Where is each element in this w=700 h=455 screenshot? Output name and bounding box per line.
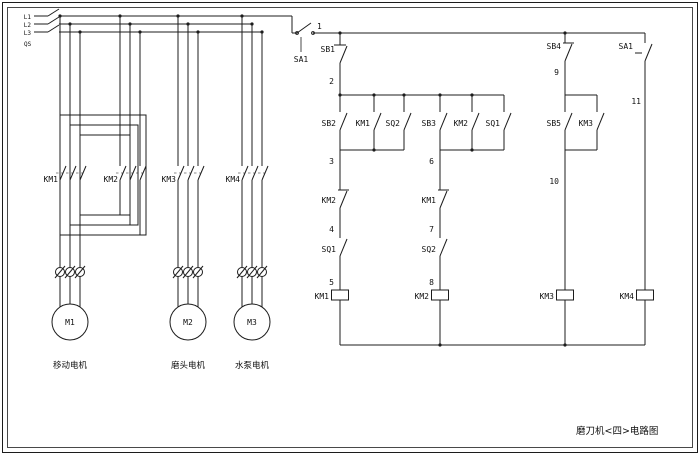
motor-m2-id: M2 [183, 318, 193, 327]
contactor-km2-label: KM2 [104, 175, 119, 184]
sb2-label: SB2 [322, 119, 337, 128]
reversing-crossover [59, 114, 147, 236]
motor-m3-symbol [233, 303, 271, 341]
node-3-label: 3 [329, 157, 334, 166]
sq2-aux-label: SQ2 [386, 119, 401, 128]
sb3-label: SB3 [422, 119, 437, 128]
km1-aux-label: KM1 [356, 119, 371, 128]
km4-coil-label: KM4 [620, 292, 635, 301]
node-6-label: 6 [429, 157, 434, 166]
power-circuit: L1 L2 L3 QS [24, 8, 293, 371]
contactor-km2-main: KM2 [104, 16, 147, 235]
km4-coil-symbol [636, 289, 654, 301]
contactor-km1-label: KM1 [44, 175, 59, 184]
power-source: L1 L2 L3 QS [24, 8, 60, 48]
km3-coil-symbol [556, 289, 574, 301]
sa1-main-switch: SA1 [292, 22, 315, 64]
km1-coil-symbol [331, 289, 349, 301]
contactor-km4-label: KM4 [226, 175, 241, 184]
node-10-label: 10 [549, 177, 559, 186]
diagram-title: 磨刀机<四>电路图 [576, 425, 658, 437]
sb5-label: SB5 [547, 119, 562, 128]
sq1-aux-label: SQ1 [486, 119, 501, 128]
km1-interlock-label: KM1 [422, 196, 437, 205]
node-8-label: 8 [429, 278, 434, 287]
node-1-label: 1 [317, 22, 322, 31]
node-2-label: 2 [329, 77, 334, 86]
km2-interlock-label: KM2 [322, 196, 337, 205]
contactor-km3-label: KM3 [162, 175, 177, 184]
node-11-label: 11 [631, 97, 641, 106]
km2-aux-label: KM2 [454, 119, 469, 128]
node-4-label: 4 [329, 225, 334, 234]
motor-m3-caption: 水泵电机 [235, 360, 270, 371]
phase-l1-label: L1 [24, 14, 32, 21]
km3-coil-label: KM3 [540, 292, 555, 301]
branch-km3: SB4 9 SB5 KM3 10 KM3 [540, 33, 605, 345]
control-junction-dots [338, 31, 567, 347]
node-9-label: 9 [554, 68, 559, 77]
km2-coil-symbol [431, 289, 449, 301]
motor-m3-id: M3 [247, 318, 257, 327]
phase-bus [58, 14, 293, 34]
branch-km2: SB3 KM2 SQ1 6 KM1 7 SQ2 8 KM2 [415, 95, 512, 345]
phase-l2-label: L2 [24, 22, 32, 29]
km1-coil-label: KM1 [315, 292, 330, 301]
branch-km4: SA1 11 KM4 [619, 33, 654, 345]
sa1-branch-label: SA1 [619, 42, 634, 51]
motor-m3: M3 水泵电机 [233, 303, 271, 371]
motor-m1-id: M1 [65, 318, 75, 327]
control-rails: 1 [313, 22, 645, 346]
overload-relays [54, 265, 268, 307]
sb1-label: SB1 [321, 45, 336, 54]
sq1-series-label: SQ1 [322, 245, 337, 254]
node-7-label: 7 [429, 225, 434, 234]
sa1-main-label: SA1 [294, 55, 309, 64]
motor-m1-caption: 移动电机 [53, 360, 88, 371]
km3-aux-label: KM3 [579, 119, 594, 128]
contactor-km3-main: KM3 [162, 16, 205, 267]
sb4-label: SB4 [547, 42, 562, 51]
branch-km1: SB1 2 SB2 KM1 SQ2 3 KM2 4 SQ1 [315, 33, 504, 345]
motor-m2: M2 磨头电机 [169, 303, 207, 371]
km2-coil-label: KM2 [415, 292, 430, 301]
motor-m2-symbol [169, 303, 207, 341]
motor-m2-caption: 磨头电机 [171, 360, 206, 371]
phase-l3-label: L3 [24, 30, 32, 37]
disconnect-qs-label: QS [24, 41, 32, 48]
motor-m1: M1 移动电机 [51, 303, 89, 371]
sq2-series-label: SQ2 [422, 245, 437, 254]
control-circuit: SA1 1 SB1 2 SB2 KM1 [292, 22, 654, 347]
node-5-label: 5 [329, 278, 334, 287]
motor-m1-symbol [51, 303, 89, 341]
contactor-km4-main: KM4 [226, 16, 269, 267]
